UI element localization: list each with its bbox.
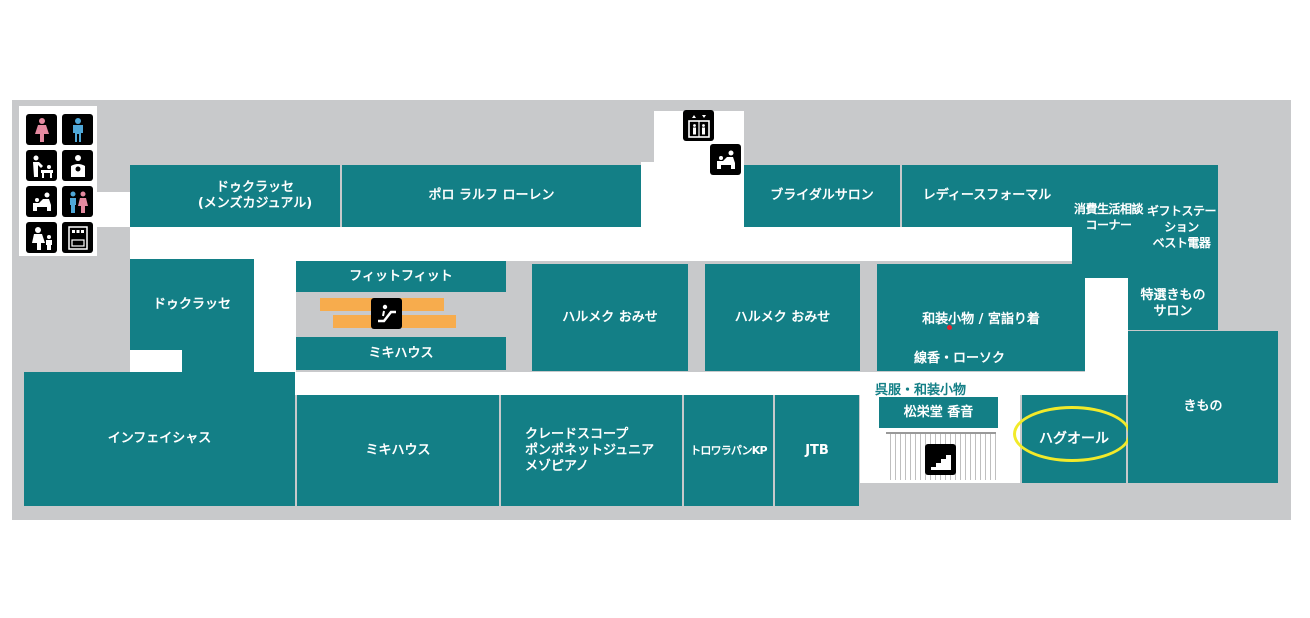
corridor-lower: [130, 372, 1085, 395]
shop-jtb[interactable]: JTB: [775, 395, 859, 506]
shop-halmek-2-label: ハルメク おみせ: [734, 309, 831, 325]
shop-torowa-label: トロワラパンKP: [690, 443, 767, 457]
family-restroom-icon: [62, 186, 93, 217]
shop-clade-scope[interactable]: クレードスコープ ポンポネットジュニア メゾピアノ: [501, 395, 682, 506]
shop-senkou-label: 線香・ローソク: [913, 351, 1005, 366]
shop-jtb-label: JTB: [805, 442, 829, 458]
shop-infeishas[interactable]: インフェイシャス: [24, 372, 295, 506]
shop-tokusen-label: 特選きもの サロン: [1140, 288, 1206, 319]
shop-shoeidou[interactable]: 松栄堂 香音: [879, 397, 998, 428]
shop-dockers-label: ドゥクラッセ: [152, 296, 231, 312]
baby-care-legend-icon: [26, 186, 57, 217]
shop-tokusen-kimono-salon[interactable]: 特選きもの サロン: [1128, 278, 1218, 330]
highlight-circle: [1013, 406, 1131, 462]
shop-halmek-1[interactable]: ハルメク おみせ: [532, 264, 688, 371]
shop-mikihouse-bottom-label: ミキハウス: [365, 442, 431, 458]
shop-infeishas-label: インフェイシャス: [107, 431, 212, 446]
corridor-east: [1085, 278, 1128, 395]
escalator-icon[interactable]: [371, 298, 402, 329]
nursing-room-icon: [62, 150, 93, 181]
locker-icon: [62, 222, 93, 253]
shop-fitfit-label: フィットフィット: [349, 268, 453, 284]
baby-changing-icon: [26, 150, 57, 181]
shop-polo-label: ポロ ラルフ ローレン: [428, 188, 555, 203]
shop-mikihouse-center[interactable]: ミキハウス: [296, 337, 506, 370]
gofuku-area-label: 呉服・和装小物: [875, 383, 967, 398]
shop-consumer-corner[interactable]: 消費生活相談 コーナー: [1072, 165, 1145, 278]
shop-wasou-label: 和装小物 / 宮詣り着: [922, 312, 1040, 327]
corridor-west-entrance: [97, 192, 130, 227]
elevator-icon[interactable]: [683, 110, 714, 141]
shop-dockers-lower: [182, 350, 254, 372]
stairs-top-line: [886, 432, 996, 434]
shop-mikihouse-center-label: ミキハウス: [368, 345, 434, 361]
parent-child-icon: [26, 222, 57, 253]
shop-gift-station[interactable]: ギフトステーション ベスト電器: [1145, 165, 1218, 278]
shop-kimono-label: きもの: [1183, 399, 1223, 414]
corridor-inner-left: [254, 261, 296, 372]
shop-mikihouse-bottom[interactable]: ミキハウス: [297, 395, 499, 506]
shop-polo[interactable]: ポロ ラルフ ローレン: [342, 165, 641, 227]
baby-care-icon[interactable]: [710, 144, 741, 175]
shop-fitfit[interactable]: フィットフィット: [296, 261, 506, 292]
shop-kimono[interactable]: きもの: [1128, 331, 1278, 483]
corridor-main: [130, 227, 1075, 261]
shop-clade-label: クレードスコープ ポンポネットジュニア メゾピアノ: [525, 426, 655, 474]
location-pin-icon: [947, 325, 952, 330]
shop-bridal[interactable]: ブライダルサロン: [744, 165, 900, 227]
shop-gift-label: ギフトステーション ベスト電器: [1146, 204, 1217, 250]
shop-dockers-mens[interactable]: ドゥクラッセ (メンズカジュアル): [130, 165, 340, 227]
womens-restroom-icon: [26, 114, 57, 145]
shop-torowa[interactable]: トロワラパンKP: [684, 395, 773, 506]
shop-bridal-label: ブライダルサロン: [770, 188, 874, 203]
shop-halmek-1-label: ハルメク おみせ: [562, 309, 658, 325]
shop-ladies-formal-label: レディースフォーマル: [922, 188, 1052, 203]
shop-consumer-label: 消費生活相談 コーナー: [1073, 202, 1144, 232]
shop-ladies-formal[interactable]: レディースフォーマル: [902, 165, 1072, 227]
shop-shoeidou-label: 松栄堂 香音: [903, 404, 974, 420]
shop-wasou[interactable]: [877, 264, 1085, 371]
shop-dockers[interactable]: ドゥクラッセ: [130, 259, 254, 350]
shop-dockers-mens-label: ドゥクラッセ (メンズカジュアル): [197, 180, 313, 211]
shop-halmek-2[interactable]: ハルメク おみせ: [705, 264, 860, 371]
stairs-icon[interactable]: [925, 444, 956, 475]
mens-restroom-icon: [62, 114, 93, 145]
